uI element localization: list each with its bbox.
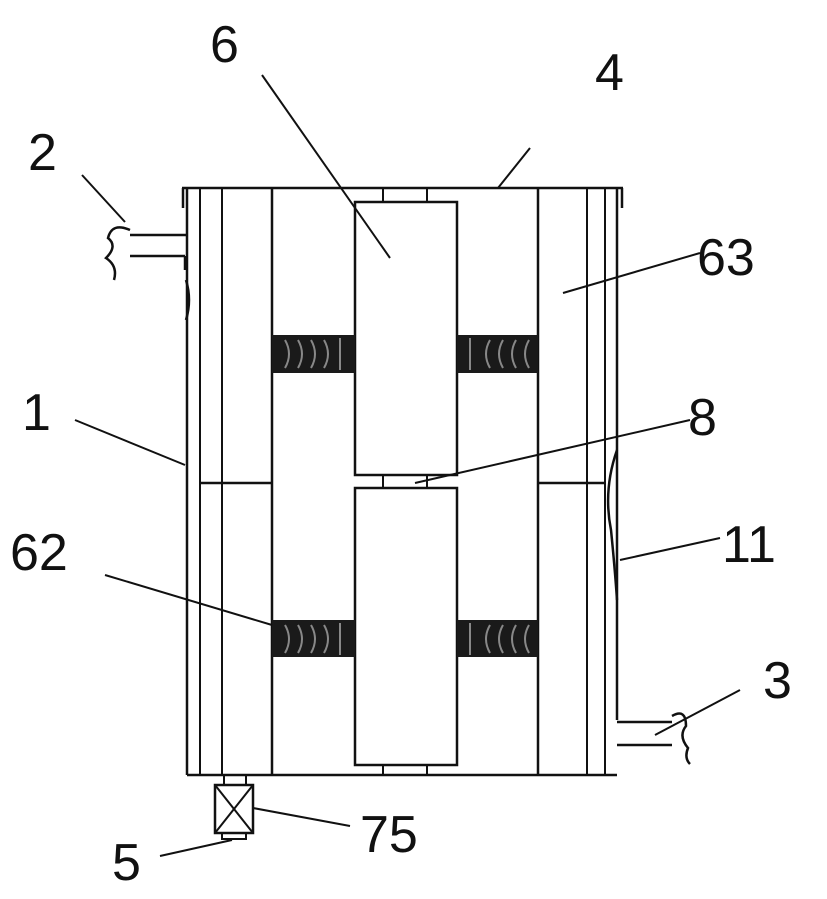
inlet-pipe-2 <box>104 226 191 321</box>
leader-lines <box>74 74 741 857</box>
label-62: 62 <box>10 524 68 582</box>
label-11: 11 <box>722 516 776 574</box>
spring-62 <box>272 335 538 657</box>
valve-75 <box>213 774 255 840</box>
label-63: 63 <box>697 229 755 287</box>
block-6-lower <box>353 486 459 776</box>
label-1: 1 <box>22 384 51 442</box>
label-75: 75 <box>360 806 418 864</box>
element-11 <box>606 449 619 601</box>
label-4: 4 <box>595 44 624 102</box>
housing-1 <box>185 188 619 777</box>
label-3: 3 <box>763 652 792 710</box>
label-8: 8 <box>688 389 717 447</box>
outlet-pipe-3 <box>617 712 691 765</box>
label-2: 2 <box>28 124 57 182</box>
lid-4 <box>181 186 624 208</box>
label-5: 5 <box>112 834 141 892</box>
label-6: 6 <box>210 16 239 74</box>
